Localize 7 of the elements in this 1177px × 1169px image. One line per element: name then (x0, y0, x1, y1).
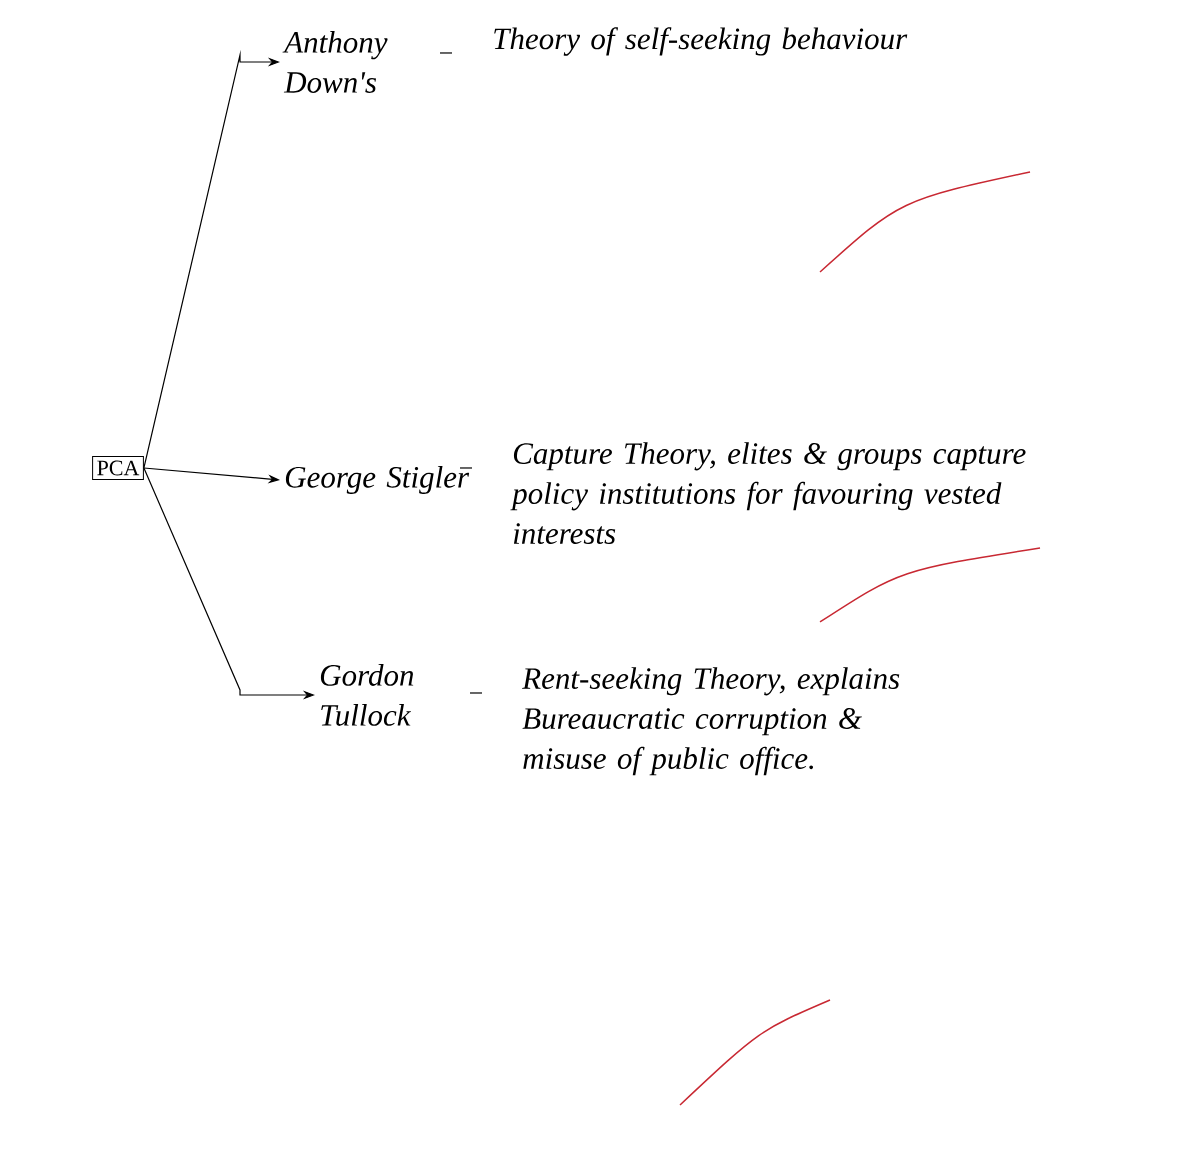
name-text: Gordon Tullock (320, 664, 414, 726)
description-text: Capture Theory, elites & groups capture policy institutions for favouring vested interests (510, 442, 1026, 544)
name-text: Anthony Down's (282, 31, 388, 93)
box: PCA (92, 456, 144, 480)
description-text: Rent-seeking Theory, explains Bureaucratic corruption & misuse of public office. (522, 667, 900, 776)
description-text: Theory of self-seeking behaviour (494, 27, 908, 56)
name-text: George Stigler (285, 465, 470, 495)
